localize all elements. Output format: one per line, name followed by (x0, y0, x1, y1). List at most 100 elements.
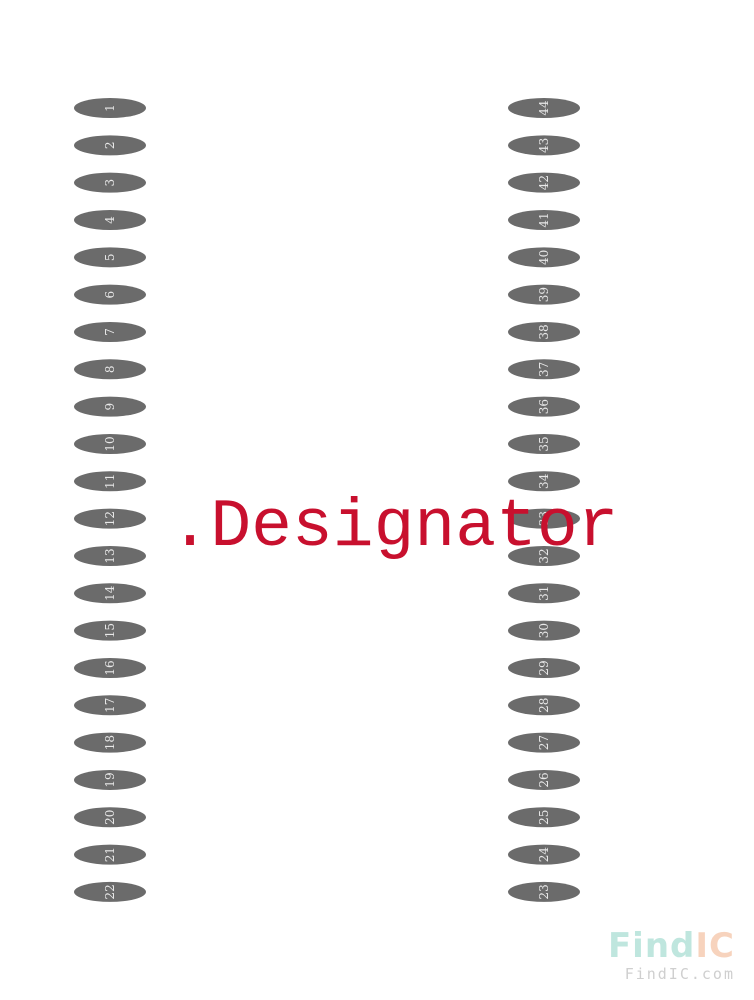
pad-number: 41 (537, 212, 551, 227)
pad-number: 3 (103, 179, 117, 187)
pad-2: 2 (74, 135, 146, 156)
pad-3: 3 (74, 172, 146, 193)
pad-shape (508, 657, 580, 678)
pad-31: 31 (508, 583, 580, 604)
pad-shape (74, 807, 146, 828)
pad-number: 31 (537, 586, 551, 601)
pad-11: 11 (74, 471, 146, 492)
pad-34: 34 (508, 471, 580, 492)
pad-number: 30 (537, 623, 551, 638)
pad-number: 27 (537, 735, 551, 750)
pad-shape (508, 172, 580, 193)
pad-number: 32 (537, 548, 551, 563)
pad-shape (74, 695, 146, 716)
pad-number: 14 (103, 585, 117, 601)
pad-14: 14 (74, 583, 146, 604)
pad-35: 35 (508, 433, 580, 454)
pad-shape (74, 545, 146, 566)
pad-shape (74, 98, 146, 118)
pad-16: 16 (74, 657, 146, 678)
pad-6: 6 (74, 284, 146, 305)
pad-number: 17 (103, 698, 117, 713)
pad-1: 1 (74, 98, 146, 118)
pad-shape (508, 471, 580, 492)
watermark-logo-ic: IC (695, 926, 735, 966)
pad-number: 34 (537, 473, 551, 489)
pad-shape (74, 583, 146, 604)
watermark-logo-find: Find (608, 926, 695, 966)
pad-shape (74, 471, 146, 492)
pad-number: 36 (537, 399, 551, 414)
pad-shape (508, 508, 580, 529)
pad-shape (508, 433, 580, 454)
pad-17: 17 (74, 695, 146, 716)
pad-number: 9 (103, 403, 117, 411)
pad-shape (508, 620, 580, 641)
pad-25: 25 (508, 807, 580, 828)
pad-number: 10 (103, 436, 117, 451)
pad-28: 28 (508, 695, 580, 716)
pad-shape (74, 396, 146, 417)
pad-27: 27 (508, 732, 580, 753)
pad-number: 43 (537, 138, 551, 153)
right-pad-column: 44 43 42 41 40 39 38 37 36 35 34 33 32 31 30 29 28 27 26 25… (508, 98, 580, 902)
pad-number: 16 (103, 660, 117, 675)
pad-number: 12 (103, 511, 117, 526)
pad-26: 26 (508, 769, 580, 790)
pad-29: 29 (508, 657, 580, 678)
pad-number: 39 (537, 287, 551, 302)
pad-32: 32 (508, 545, 580, 566)
pad-shape (508, 807, 580, 828)
pad-number: 23 (537, 884, 551, 899)
pad-shape (74, 321, 146, 342)
pad-37: 37 (508, 359, 580, 380)
pad-shape (508, 359, 580, 380)
pad-number: 15 (103, 623, 117, 638)
pad-42: 42 (508, 172, 580, 193)
pad-40: 40 (508, 247, 580, 268)
pad-19: 19 (74, 769, 146, 790)
pad-41: 41 (508, 209, 580, 230)
pad-number: 1 (103, 104, 117, 112)
pad-20: 20 (74, 807, 146, 828)
pad-number: 28 (537, 698, 551, 713)
pad-4: 4 (74, 209, 146, 230)
pad-number: 29 (537, 660, 551, 675)
pad-23: 23 (508, 881, 580, 902)
pad-36: 36 (508, 396, 580, 417)
pad-shape (508, 321, 580, 342)
designator-label: .Designator (170, 489, 619, 566)
pad-9: 9 (74, 396, 146, 417)
pad-number: 13 (103, 548, 117, 563)
pad-44: 44 (508, 98, 580, 118)
pad-22: 22 (74, 881, 146, 902)
pad-number: 6 (103, 291, 117, 299)
pad-shape (508, 284, 580, 305)
pad-shape (74, 620, 146, 641)
pad-number: 33 (537, 511, 551, 526)
pad-number: 38 (537, 324, 551, 339)
pad-number: 8 (103, 365, 117, 373)
watermark-logo: FindIC (608, 926, 735, 966)
pad-number: 42 (537, 175, 551, 190)
pad-13: 13 (74, 545, 146, 566)
watermark: FindIC FindIC.com (608, 926, 735, 983)
pad-number: 4 (103, 216, 117, 224)
pad-24: 24 (508, 844, 580, 865)
pad-number: 2 (103, 142, 117, 150)
pad-10: 10 (74, 433, 146, 454)
pad-12: 12 (74, 508, 146, 529)
pad-43: 43 (508, 135, 580, 156)
pad-number: 24 (537, 847, 551, 863)
pad-number: 5 (103, 253, 117, 261)
pad-shape (508, 209, 580, 230)
pad-number: 7 (103, 328, 117, 336)
pad-shape (508, 247, 580, 268)
pad-shape (508, 732, 580, 753)
pad-5: 5 (74, 247, 146, 268)
pad-8: 8 (74, 359, 146, 380)
pad-shape (508, 695, 580, 716)
pad-shape (74, 247, 146, 268)
pad-number: 21 (103, 847, 117, 862)
